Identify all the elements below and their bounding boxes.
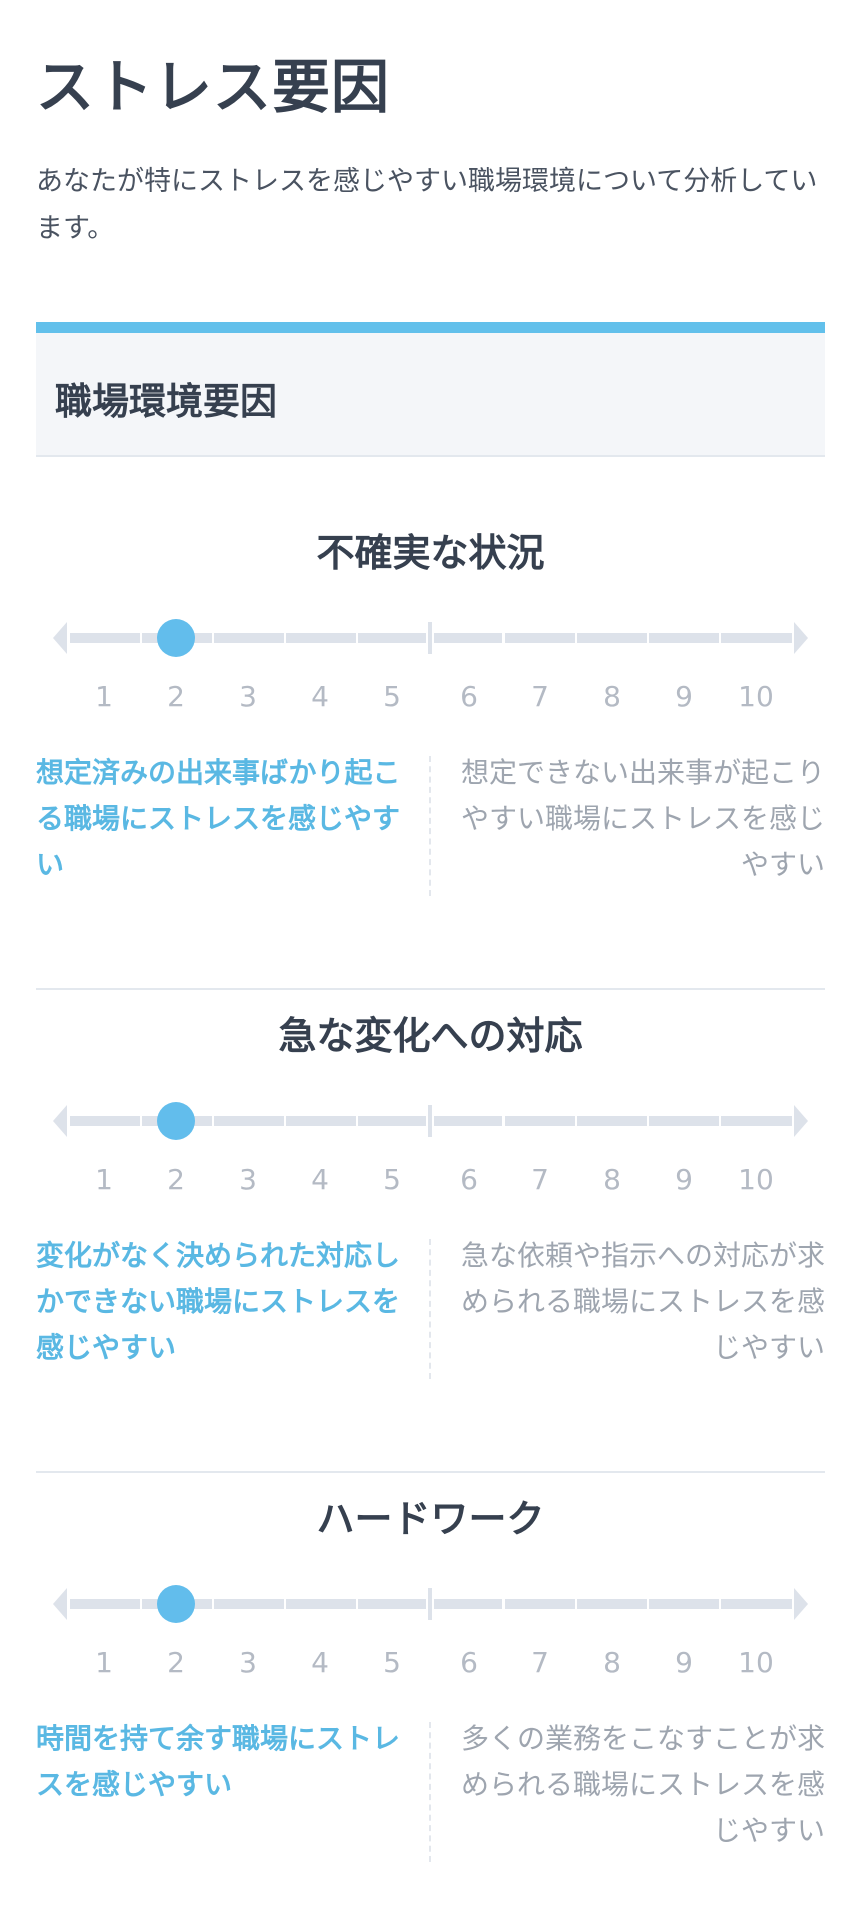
slider-track-segment [649, 1116, 719, 1126]
description-divider [429, 1722, 431, 1862]
scale-number: 1 [95, 680, 113, 713]
slider-knob [157, 1102, 195, 1140]
slider-track-segment [214, 633, 284, 643]
factor-low-description: 想定済みの出来事ばかり起こる職場にストレスを感じやすい [36, 756, 401, 881]
scale-number: 6 [460, 1163, 478, 1196]
factor-block: ハードワーク 1 2 3 4 5 6 7 8 9 10 時間を持て余す職場にストレスを感じやすい多くの… [36, 1494, 825, 1914]
scale-number: 10 [738, 680, 774, 713]
slider-knob [157, 1585, 195, 1623]
scale-number: 7 [531, 1163, 549, 1196]
slider-track-segment [70, 1116, 140, 1126]
factor-separator [36, 988, 825, 990]
slider-center-tick [428, 622, 432, 654]
slider-track-segment [286, 1599, 356, 1609]
arrow-left-icon [53, 622, 67, 654]
section-header: 職場環境要因 [36, 322, 825, 457]
scale-number: 3 [239, 1163, 257, 1196]
factor-block: 急な変化への対応 1 2 3 4 5 6 7 8 9 10 変化がなく決められた対応しかできない職場に… [36, 1011, 825, 1494]
description-divider [429, 1239, 431, 1379]
slider-track-segment [358, 633, 426, 643]
slider-track-segment [358, 1599, 426, 1609]
factor-high-description: 急な依頼や指示への対応が求められる職場にストレスを感じやすい [460, 1239, 825, 1364]
slider-track-segment [505, 1599, 575, 1609]
slider-track-segment [434, 633, 502, 643]
slider-track-segment [286, 633, 356, 643]
scale-number: 9 [675, 1646, 693, 1679]
slider-track-segment [358, 1116, 426, 1126]
factor-title: 不確実な状況 [316, 531, 545, 575]
slider-track-segment [577, 1599, 647, 1609]
slider-track-segment [70, 633, 140, 643]
section-title: 職場環境要因 [55, 380, 277, 423]
arrow-left-icon [53, 1588, 67, 1620]
score-slider [36, 608, 825, 668]
scale-number: 2 [167, 680, 185, 713]
slider-track-segment [577, 1116, 647, 1126]
factor-high-description: 多くの業務をこなすことが求められる職場にストレスを感じやすい [460, 1722, 825, 1847]
scale-number: 3 [239, 1646, 257, 1679]
slider-track-segment [214, 1599, 284, 1609]
scale-number: 1 [95, 1646, 113, 1679]
score-slider [36, 1091, 825, 1151]
description-divider [429, 756, 431, 896]
scale-number: 9 [675, 1163, 693, 1196]
factor-block: 不確実な状況 1 2 3 4 5 6 7 8 9 10 想定済みの出来事ばかり起こる職場にストレスを感… [36, 528, 825, 1011]
scale-number: 1 [95, 1163, 113, 1196]
scale-number: 10 [738, 1646, 774, 1679]
slider-center-tick [428, 1105, 432, 1137]
factor-low-description: 変化がなく決められた対応しかできない職場にストレスを感じやすい [36, 1239, 401, 1364]
scale-number: 8 [603, 1163, 621, 1196]
slider-track-segment [70, 1599, 140, 1609]
score-slider [36, 1574, 825, 1634]
scale-number: 8 [603, 1646, 621, 1679]
scale-number: 6 [460, 1646, 478, 1679]
scale-number: 7 [531, 680, 549, 713]
slider-track-segment [721, 633, 792, 643]
slider-track-segment [505, 1116, 575, 1126]
scale-number: 5 [383, 1163, 401, 1196]
scale-number: 5 [383, 680, 401, 713]
slider-track-segment [649, 1599, 719, 1609]
slider-track-segment [286, 1116, 356, 1126]
arrow-right-icon [794, 1588, 808, 1620]
scale-number: 6 [460, 680, 478, 713]
arrow-right-icon [794, 1105, 808, 1137]
scale-number: 5 [383, 1646, 401, 1679]
slider-knob [157, 619, 195, 657]
slider-track-segment [649, 633, 719, 643]
scale-number: 3 [239, 680, 257, 713]
scale-number: 9 [675, 680, 693, 713]
arrow-right-icon [794, 622, 808, 654]
scale-number: 2 [167, 1163, 185, 1196]
scale-number: 2 [167, 1646, 185, 1679]
factor-title: ハードワーク [316, 1497, 545, 1541]
scale-number: 10 [738, 1163, 774, 1196]
factor-high-description: 想定できない出来事が起こりやすい職場にストレスを感じやすい [460, 756, 825, 881]
scale-number: 4 [311, 1163, 329, 1196]
scale-number: 8 [603, 680, 621, 713]
slider-center-tick [428, 1588, 432, 1620]
factor-title: 急な変化への対応 [278, 1014, 583, 1058]
slider-track-segment [721, 1116, 792, 1126]
page-description: あなたが特にストレスを感じやすい職場環境について分析しています。 [36, 166, 818, 244]
slider-track-segment [434, 1116, 502, 1126]
scale-number: 4 [311, 680, 329, 713]
slider-track-segment [214, 1116, 284, 1126]
factor-low-description: 時間を持て余す職場にストレスを感じやすい [36, 1722, 401, 1801]
factor-separator [36, 1471, 825, 1473]
scale-number: 4 [311, 1646, 329, 1679]
slider-track-segment [434, 1599, 502, 1609]
slider-track-segment [505, 633, 575, 643]
page-title: ストレス要因 [36, 53, 391, 121]
arrow-left-icon [53, 1105, 67, 1137]
scale-number: 7 [531, 1646, 549, 1679]
slider-track-segment [577, 633, 647, 643]
slider-track-segment [721, 1599, 792, 1609]
